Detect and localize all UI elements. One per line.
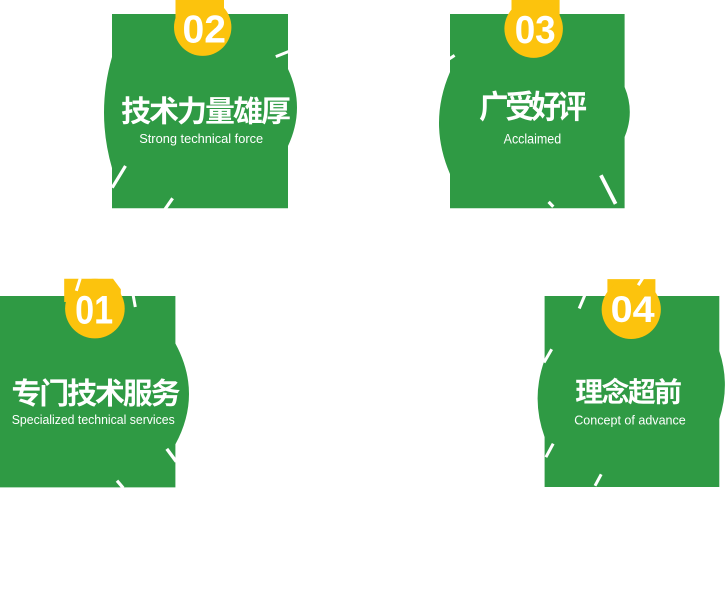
svg-text:02: 02 bbox=[183, 9, 227, 52]
svg-text:Strong technical force: Strong technical force bbox=[139, 131, 263, 146]
svg-text:Specialized technical services: Specialized technical services bbox=[12, 412, 175, 427]
svg-text:03: 03 bbox=[515, 9, 556, 52]
svg-text:Acclaimed: Acclaimed bbox=[504, 132, 562, 147]
svg-text:Concept of advance: Concept of advance bbox=[574, 413, 686, 428]
svg-text:01: 01 bbox=[75, 289, 113, 333]
svg-text:04: 04 bbox=[611, 288, 655, 330]
